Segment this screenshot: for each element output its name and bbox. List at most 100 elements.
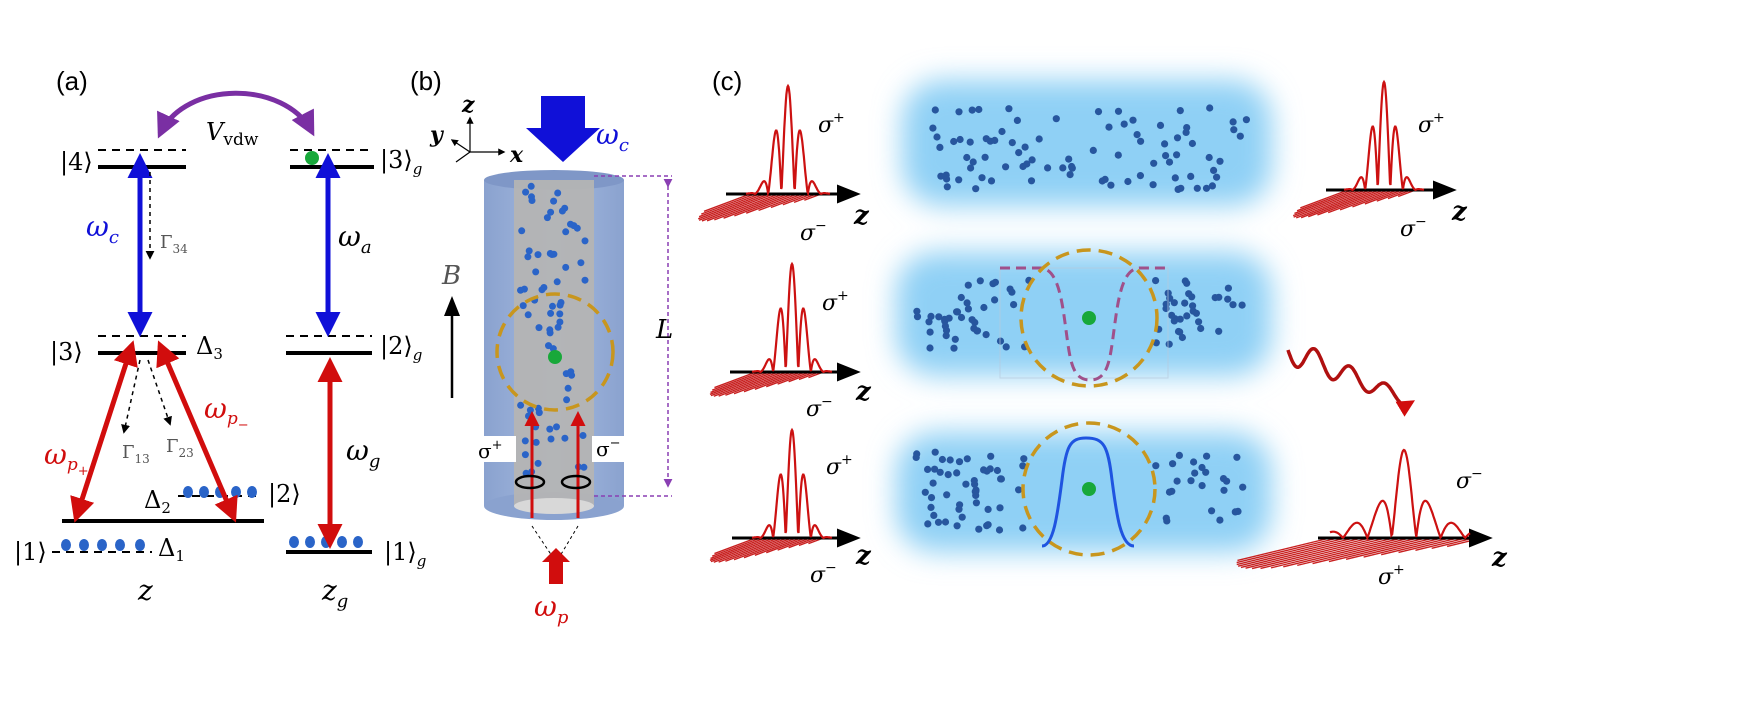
atom-dot: [957, 293, 965, 302]
gamma23-label: Γ23: [166, 436, 194, 460]
atom-dot: [1224, 284, 1232, 292]
atom-dot: [930, 511, 938, 519]
input-pulse-3: [709, 427, 861, 563]
atom-dot: [519, 302, 527, 310]
atom-dot: [975, 105, 983, 114]
polarization-hatch: [1398, 537, 1459, 554]
atom-dot: [943, 175, 951, 183]
atom-dot: [1133, 131, 1141, 139]
atom-dot: [525, 247, 533, 255]
polarization-hatch: [698, 193, 760, 218]
atom-dot: [946, 456, 954, 464]
polarization-hatch: [1327, 189, 1389, 214]
polarization-hatch: [709, 371, 770, 395]
coupling-omega-label: ωc: [596, 118, 629, 156]
atom-dot: [971, 480, 979, 488]
scattered-photon: [1286, 346, 1416, 417]
atom-dot: [518, 227, 526, 235]
atom-dot: [1114, 107, 1123, 115]
atom-dot: [1120, 120, 1128, 128]
polarization-hatch: [714, 371, 757, 389]
gamma13-decay: [121, 359, 141, 434]
atom-dot: [528, 193, 535, 201]
state-2g-label: |2⟩g: [380, 332, 422, 364]
atom-dot: [991, 278, 1000, 286]
pulse-envelope: [751, 427, 833, 540]
polarization-hatch: [700, 193, 756, 215]
b-field-label: B: [441, 261, 461, 291]
panel-c-label: (c): [712, 66, 742, 96]
atom-dot: [936, 468, 944, 476]
atom-dot: [1149, 181, 1157, 189]
atom-dot: [1027, 177, 1036, 185]
pulse-2-z-label: z: [855, 377, 872, 407]
atom-dot: [543, 214, 551, 222]
atom-dot: [1019, 462, 1027, 470]
atom-dot: [1068, 162, 1076, 171]
atom-dot: [1213, 173, 1221, 181]
atom-dot: [554, 189, 562, 197]
atom-dot: [1028, 156, 1036, 164]
atom-dot: [1198, 463, 1206, 472]
z-label: z: [137, 574, 153, 607]
polarization-hatch: [743, 537, 797, 559]
atom-dot: [1176, 107, 1184, 115]
atom-dot: [969, 158, 977, 166]
atom-dot: [944, 471, 952, 479]
polarization-hatch: [743, 371, 797, 393]
atom-dot: [563, 396, 571, 404]
atom-dot: [934, 518, 943, 526]
polarization-hatch: [1415, 537, 1467, 551]
gamma34-label: Γ34: [160, 232, 188, 256]
polarization-hatch: [1236, 537, 1347, 566]
atom-dot: [580, 463, 588, 471]
atom-dot: [1015, 149, 1023, 157]
atom-dot: [1208, 182, 1216, 190]
atom-dot: [1015, 486, 1023, 494]
atom-dot: [935, 313, 943, 321]
state-3-label: |3⟩: [50, 338, 83, 367]
atom-dot: [926, 344, 934, 352]
polarization-hatch: [777, 371, 811, 385]
atom-dot: [1165, 340, 1173, 348]
atom-dot: [1174, 185, 1182, 193]
polarization-hatch: [1297, 537, 1411, 567]
atom-dot: [549, 302, 556, 310]
atom-dot: [964, 305, 973, 313]
atom-dot: [953, 522, 961, 530]
atom-dot: [925, 318, 933, 326]
atom-dot: [1208, 507, 1216, 515]
atom-dot: [1192, 309, 1200, 317]
polarization-hatch: [710, 537, 775, 563]
omega-p-plus-label: ωp+: [44, 438, 89, 479]
rydberg-atom-c3: [1082, 482, 1096, 496]
atomic-cloud-column: [514, 180, 594, 506]
atom-dot: [524, 253, 532, 261]
polarization-hatch: [1296, 189, 1353, 212]
panel-b-label: (b): [410, 66, 442, 96]
atom-dot: [967, 164, 975, 172]
probe-beam-arrow: [542, 548, 570, 584]
atom-dot: [1152, 462, 1160, 470]
atom-dot: [1136, 172, 1144, 180]
atom-dot: [1162, 514, 1170, 522]
atom-dot: [931, 106, 939, 114]
atom-dot: [1005, 105, 1013, 113]
polarization-hatch: [1300, 189, 1349, 209]
state-1g-label: |1⟩g: [384, 538, 426, 570]
atom-dot: [938, 455, 947, 464]
pulse-1-z-label: z: [853, 201, 870, 231]
atom-dot: [926, 328, 934, 336]
atom-dot: [1205, 153, 1213, 162]
atom-dot: [1168, 487, 1176, 495]
atom-dot: [1178, 333, 1186, 342]
atom-dot: [556, 310, 564, 318]
atom-dot: [558, 207, 566, 215]
atom-dot: [581, 237, 589, 245]
atom-dot: [1101, 175, 1109, 183]
polarization-hatch: [733, 371, 793, 395]
polarization-hatch: [1245, 537, 1371, 569]
atom-dot: [962, 480, 970, 488]
y-axis: [450, 139, 471, 153]
atom-dot: [1198, 482, 1206, 490]
